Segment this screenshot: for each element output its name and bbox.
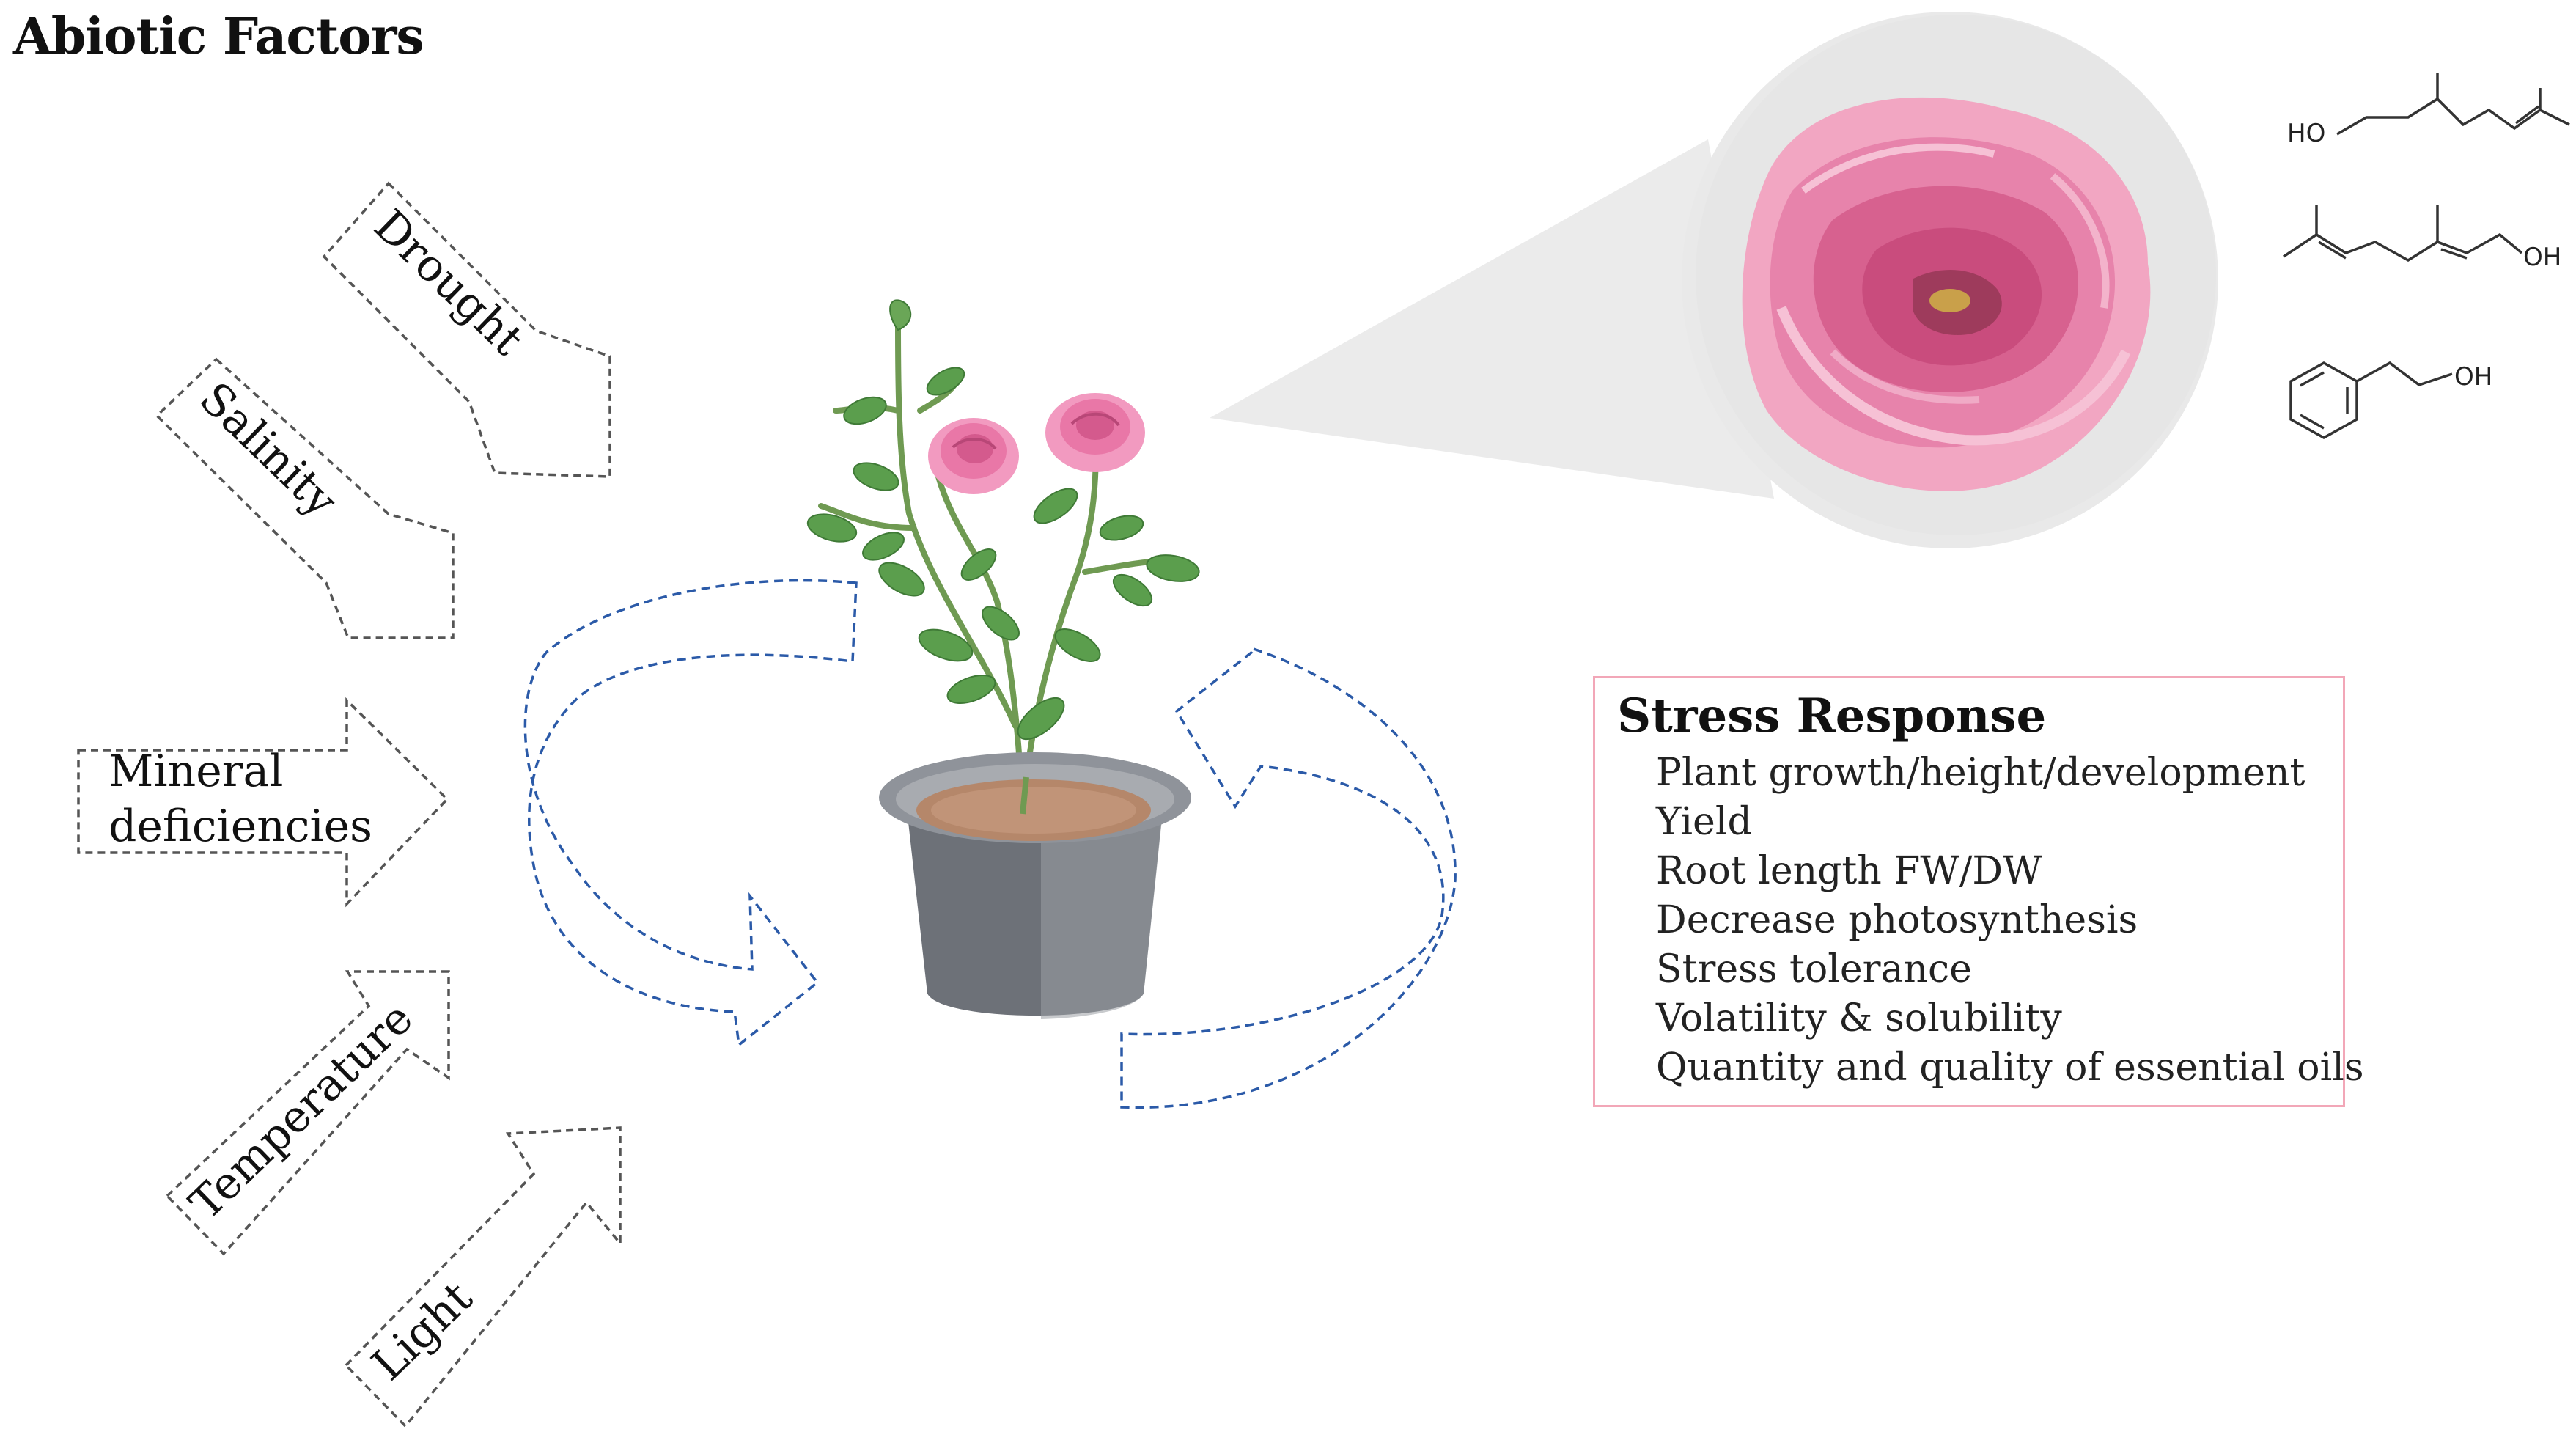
phenylethanol-label: OH [2454,362,2492,392]
stress-response-title: Stress Response [1617,689,2047,743]
factor-arrow-drought [322,181,611,478]
potted-rose-image [806,299,1200,1019]
stress-item: Stress tolerance [1656,947,1972,991]
molecule-phenylethanol [2289,361,2453,440]
stress-item: Quantity and quality of essential oils [1656,1046,2364,1090]
factor-label-drought: Drought [364,200,533,366]
geraniol-label: OH [2523,243,2561,272]
factor-label-temperature: Temperature [180,993,422,1230]
molecule-citronellol [2336,73,2570,136]
citronellol-label: HO [2287,119,2325,148]
stress-response-box: Stress Response Plant growth/height/deve… [1593,676,2364,1107]
factor-label-mineral-line2: deficiencies [108,801,372,852]
stress-item: Volatility & solubility [1656,996,2062,1040]
stress-item: Plant growth/height/development [1656,751,2305,795]
cycle-arrow-left [523,579,858,1048]
stress-item: Root length FW/DW [1656,849,2042,893]
factor-arrow-temperature [165,970,450,1256]
diagram-title: Abiotic Factors [13,7,424,66]
stress-item: Decrease photosynthesis [1656,898,2138,942]
factor-arrow-salinity [155,357,455,639]
stress-response-list: Plant growth/height/development Yield Ro… [1656,749,2364,1093]
molecule-geraniol [2283,205,2523,262]
stress-item: Yield [1656,800,1752,844]
cycle-arrow-right [1120,647,1457,1109]
factor-label-light: Light [362,1272,482,1391]
factor-label-salinity: Salinity [189,372,347,527]
factor-arrow-light [344,1126,622,1428]
zoom-wedge [1210,139,1774,499]
factor-label-mineral-line1: Mineral [108,746,283,797]
factor-arrow-mineral [77,697,449,908]
rose-closeup-image [1742,97,2151,491]
